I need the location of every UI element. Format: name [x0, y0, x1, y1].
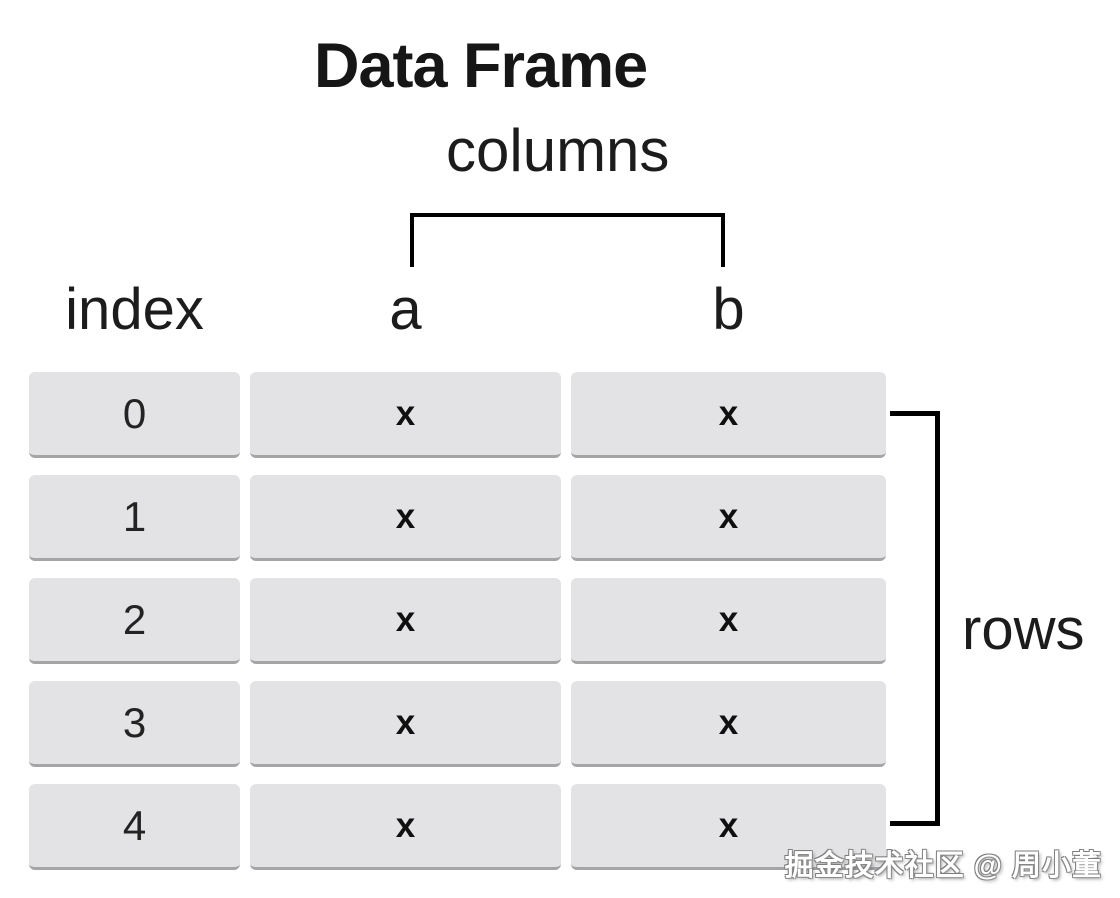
value-cell-b: x — [571, 372, 886, 458]
value-cell-b: x — [571, 578, 886, 664]
value-cell-b: x — [571, 784, 886, 870]
index-cell: 4 — [29, 784, 240, 870]
dataframe-table: 0 x x 1 x x 2 x x 3 x x 4 x x — [29, 372, 886, 887]
index-cell: 2 — [29, 578, 240, 664]
value-cell-a: x — [250, 578, 561, 664]
rows-annotation-label: rows — [962, 597, 1085, 662]
rows-bracket-line — [890, 411, 940, 826]
value-cell-b: x — [571, 681, 886, 767]
value-cell-b: x — [571, 475, 886, 561]
value-cell-a: x — [250, 784, 561, 870]
index-cell: 3 — [29, 681, 240, 767]
columns-annotation-label: columns — [446, 117, 670, 184]
index-cell: 0 — [29, 372, 240, 458]
watermark: 掘金技术社区 @ 周小董 — [784, 850, 1102, 882]
value-cell-a: x — [250, 475, 561, 561]
index-column-header: index — [65, 277, 204, 342]
index-cell: 1 — [29, 475, 240, 561]
table-row: 0 x x — [29, 372, 886, 458]
table-row: 4 x x — [29, 784, 886, 870]
page-title: Data Frame — [314, 31, 648, 101]
value-cell-a: x — [250, 681, 561, 767]
columns-bracket-line — [410, 213, 725, 267]
column-header-b: b — [712, 277, 745, 342]
table-row: 3 x x — [29, 681, 886, 767]
column-header-a: a — [389, 277, 422, 342]
value-cell-a: x — [250, 372, 561, 458]
table-row: 1 x x — [29, 475, 886, 561]
table-row: 2 x x — [29, 578, 886, 664]
